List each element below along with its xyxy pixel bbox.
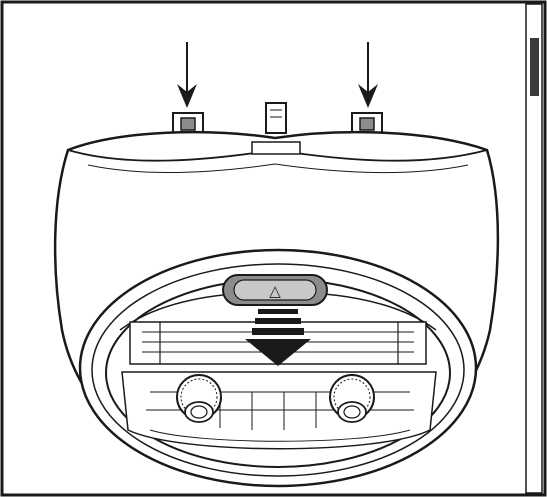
center-connector-tab [265, 102, 287, 134]
side-strip [525, 3, 543, 494]
housing-inner-edge [87, 163, 469, 174]
down-arrow-icon [177, 42, 197, 108]
slide-out-arrow-icon [245, 309, 311, 366]
side-strip-mark [530, 38, 539, 96]
right-rotary-knob [329, 374, 375, 423]
down-arrow-icon [358, 42, 378, 108]
left-rotary-knob [176, 374, 222, 423]
housing-top-notch [251, 141, 301, 155]
hazard-warning-icon: △ [269, 282, 281, 300]
hazard-warning-button: △ [222, 274, 328, 306]
bezel-middle [91, 263, 465, 477]
